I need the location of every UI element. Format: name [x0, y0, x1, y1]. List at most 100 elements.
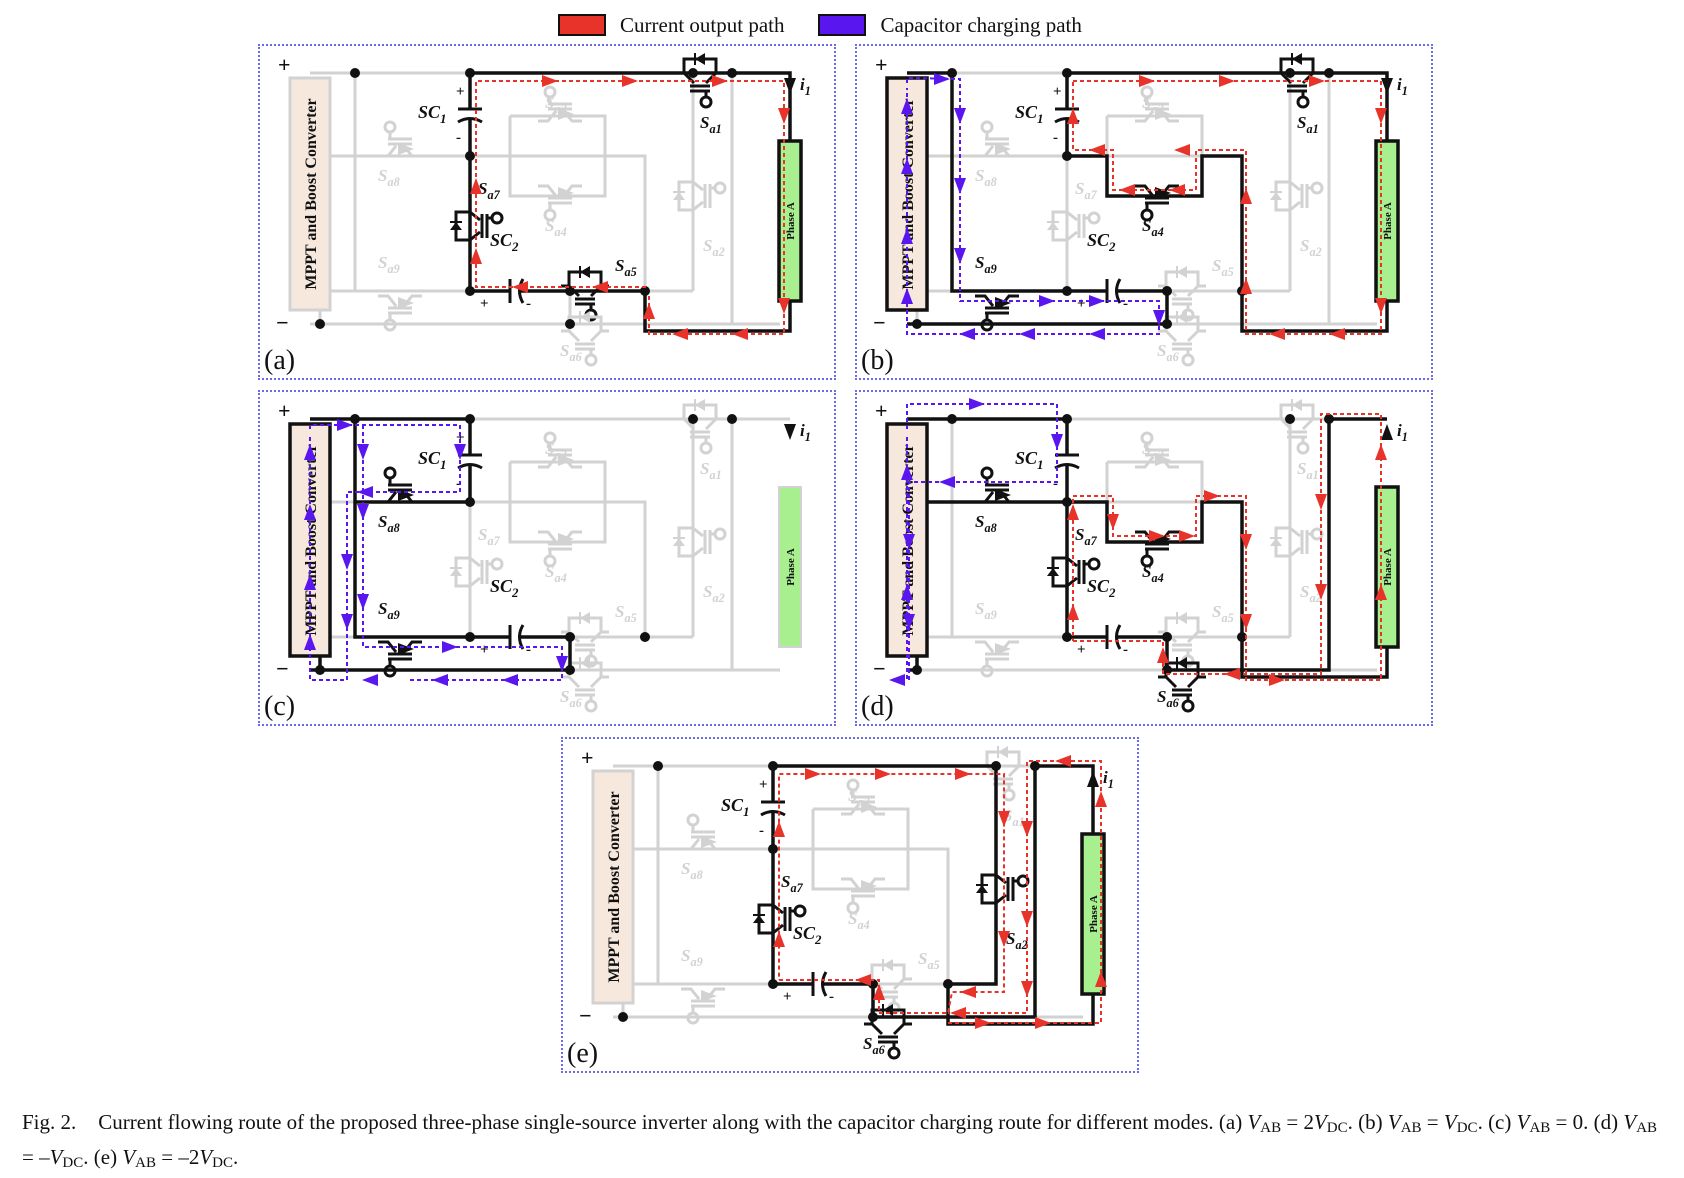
- current-arrow-icon: [784, 424, 796, 440]
- output-path-arrow: [1375, 108, 1387, 124]
- diode-icon: [1270, 538, 1282, 546]
- emitter-arrow: [701, 836, 717, 848]
- charging-path-arrow: [341, 554, 353, 570]
- switch-sa3: [1135, 431, 1179, 469]
- switch-sa6: [1158, 311, 1206, 367]
- diode-icon: [1047, 222, 1059, 230]
- output-path-arrow: [773, 821, 785, 837]
- junction-dot: [315, 665, 325, 675]
- sc1-label: SC1: [1015, 448, 1044, 472]
- load-phase-a: Phase A: [777, 139, 803, 303]
- charging-path-arrow: [901, 158, 913, 174]
- switch-sa4: [538, 184, 582, 222]
- output-path-arrow: [875, 768, 891, 780]
- charging-path-arrow: [903, 614, 915, 630]
- output-path-arrow: [672, 328, 688, 340]
- switch-label-sa9: Sa9: [975, 599, 997, 622]
- panel-label: (b): [861, 345, 894, 376]
- charging-path-arrow: [362, 674, 378, 686]
- junction-dot: [1062, 414, 1072, 424]
- junction-dot: [1062, 286, 1072, 296]
- capacitor-sc2: [1105, 624, 1122, 650]
- output-path-arrow: [955, 768, 971, 780]
- emitter-arrow: [1155, 108, 1171, 120]
- positive-terminal-label: +: [581, 745, 594, 770]
- output-path-arrow: [1315, 584, 1327, 600]
- sc1-minus: -: [759, 823, 764, 839]
- charging-path-arrow: [1153, 310, 1165, 326]
- charging-path-arrow: [432, 674, 448, 686]
- positive-terminal-label: +: [278, 398, 291, 423]
- diode-icon: [998, 746, 1008, 758]
- emitter-arrow: [995, 489, 1011, 501]
- junction-dot: [991, 761, 1001, 771]
- diode-icon: [1177, 657, 1187, 669]
- switch-label-sa5: Sa5: [1212, 256, 1234, 279]
- switch-sa5: [561, 612, 609, 668]
- junction-dot: [768, 979, 778, 989]
- switch-label-sa5: Sa5: [615, 256, 637, 279]
- switch-sa8: [378, 120, 422, 158]
- switch-label-sa7: Sa7: [478, 525, 501, 548]
- switch-sa7: [450, 548, 504, 596]
- junction-dot: [465, 151, 475, 161]
- junction-dot: [315, 319, 325, 329]
- phase-a-label: Phase A: [1382, 548, 1394, 586]
- sc1-plus: +: [759, 777, 768, 793]
- panel-label: (a): [264, 345, 296, 376]
- output-path-arrow: [1375, 584, 1387, 600]
- output-path-arrow: [1329, 328, 1345, 340]
- junction-dot: [565, 665, 575, 675]
- mppt-boost-converter-label: MPPT and Boost Converter: [900, 98, 917, 289]
- diode-icon: [580, 266, 590, 278]
- output-path-arrow: [1174, 144, 1190, 156]
- charging-path-arrow: [304, 574, 316, 590]
- junction-dot: [1324, 68, 1334, 78]
- charging-path-arrow: [454, 444, 466, 460]
- sc2-minus: -: [526, 296, 531, 312]
- switch-label-sa5: Sa5: [615, 602, 637, 625]
- output-path-arrow: [512, 281, 528, 293]
- caption-mode-e: (e) VAB = –2VDC.: [88, 1145, 239, 1171]
- phase-a-label: Phase A: [1382, 202, 1394, 240]
- junction-dot: [912, 665, 922, 675]
- sc2-label: SC2: [490, 230, 519, 254]
- junction-dot: [1162, 665, 1172, 675]
- switch-label-sa7: Sa7: [1075, 179, 1098, 202]
- charging-path-arrow: [901, 228, 913, 244]
- switch-sa2: [976, 865, 1030, 913]
- emitter-arrow: [861, 880, 877, 892]
- switch-label-sa3: Sa3: [545, 439, 567, 462]
- output-path-arrow: [712, 75, 728, 87]
- current-label: i1: [800, 75, 811, 98]
- load-phase-a: Phase A: [1374, 139, 1400, 303]
- switch-sa2: [1270, 172, 1324, 220]
- output-path-arrow: [643, 303, 655, 319]
- switch-label-sa3: Sa3: [545, 93, 567, 116]
- output-path-arrow: [542, 75, 558, 87]
- emitter-arrow: [398, 297, 414, 309]
- legend: Current output path Capacitor charging p…: [558, 12, 1116, 38]
- junction-dot: [1162, 286, 1172, 296]
- sc2-plus: +: [480, 296, 489, 312]
- junction-dot: [1062, 497, 1072, 507]
- output-path-swatch: [558, 14, 606, 36]
- switch-label-sa8: Sa8: [975, 512, 997, 535]
- output-path-arrow: [1139, 75, 1155, 87]
- legend-label: Capacitor charging path: [880, 12, 1082, 37]
- charging-path-arrow: [901, 288, 913, 304]
- switch-sa8: [975, 466, 1019, 504]
- switch-label-sa4: Sa4: [545, 216, 567, 239]
- output-path-arrow: [1095, 971, 1107, 987]
- switch-label-sa1: Sa1: [700, 459, 722, 482]
- sc2-label: SC2: [793, 923, 822, 947]
- capacitor-sc1: [457, 453, 483, 470]
- current-arrow-icon: [1381, 78, 1393, 94]
- switch-sa3: [538, 431, 582, 469]
- switch-label-sa9: Sa9: [378, 599, 400, 622]
- junction-dot: [565, 319, 575, 329]
- junction-dot: [350, 414, 360, 424]
- switch-sa6: [1158, 657, 1206, 713]
